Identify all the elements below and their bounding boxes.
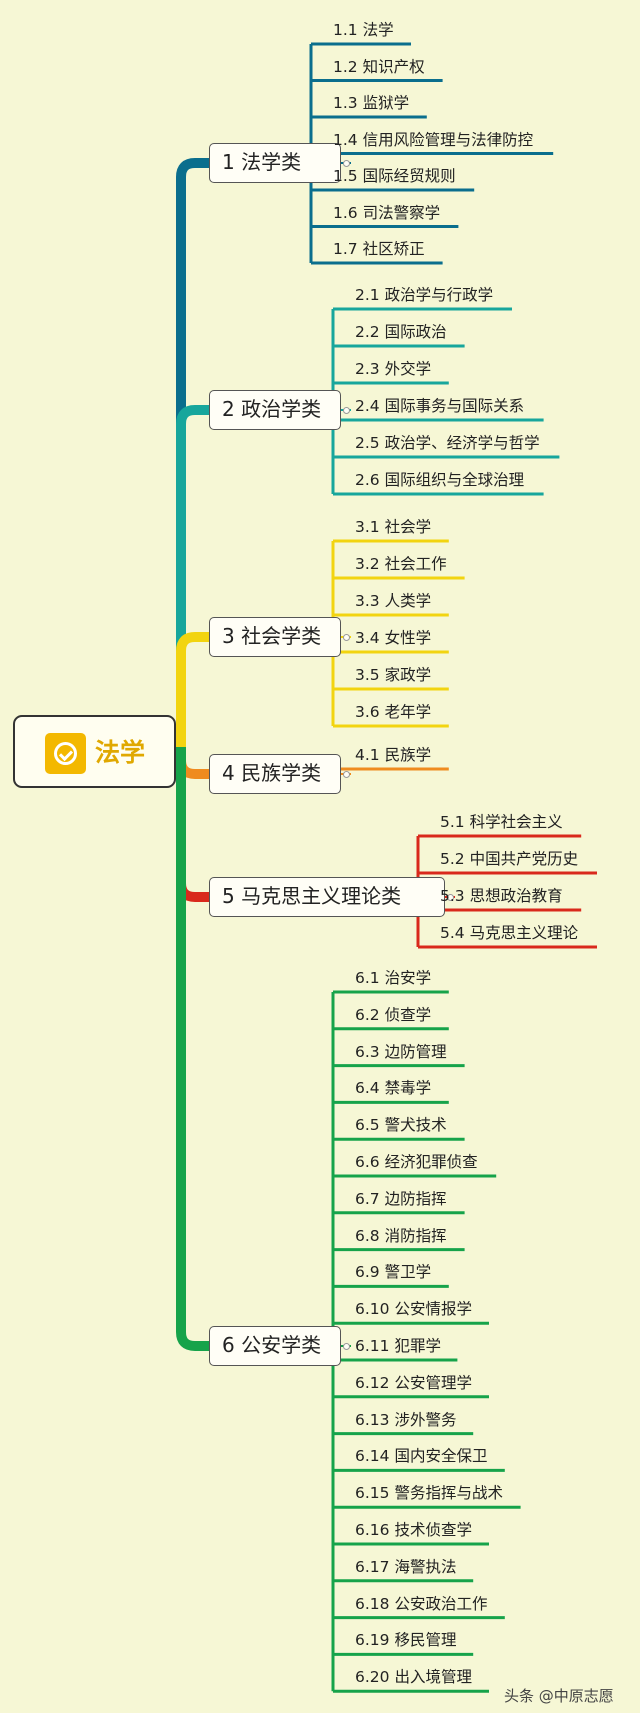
branch-connector-3: [176, 632, 209, 757]
leaf-item[interactable]: 6.20 出入境管理: [355, 1668, 472, 1687]
leaf-item[interactable]: 1.7 社区矫正: [333, 240, 425, 258]
leaf-item[interactable]: 6.12 公安管理学: [355, 1373, 472, 1392]
leaf-item[interactable]: 4.1 民族学: [355, 746, 432, 764]
leaf-item[interactable]: 6.2 侦查学: [355, 1005, 432, 1024]
leaf-item[interactable]: 6.9 警卫学: [355, 1263, 432, 1282]
check-badge-icon: [45, 733, 86, 774]
leaf-item[interactable]: 1.1 法学: [333, 21, 394, 39]
leaf-item[interactable]: 5.4 马克思主义理论: [440, 924, 579, 942]
leaf-item[interactable]: 3.6 老年学: [355, 703, 432, 721]
root-node[interactable]: 法学: [13, 715, 176, 788]
leaf-item[interactable]: 1.4 信用风险管理与法律防控: [333, 130, 534, 149]
leaf-item[interactable]: 6.8 消防指挥: [355, 1226, 447, 1245]
leaf-item[interactable]: 2.4 国际事务与国际关系: [355, 397, 525, 415]
root-label: 法学: [95, 738, 146, 767]
leaf-item[interactable]: 5.3 思想政治教育: [440, 887, 563, 905]
leaf-item[interactable]: 3.4 女性学: [355, 629, 432, 647]
leaf-item[interactable]: 2.1 政治学与行政学: [355, 286, 494, 304]
leaf-item[interactable]: 5.2 中国共产党历史: [440, 850, 579, 868]
leaf-item[interactable]: 6.18 公安政治工作: [355, 1594, 488, 1613]
category-node-4[interactable]: 4 民族学类: [209, 754, 341, 794]
category-node-6[interactable]: 6 公安学类: [209, 1326, 341, 1366]
leaf-item[interactable]: 3.1 社会学: [355, 518, 432, 536]
leaf-item[interactable]: 6.11 犯罪学: [355, 1337, 441, 1355]
leaf-item[interactable]: 6.7 边防指挥: [355, 1189, 447, 1208]
leaf-item[interactable]: 2.5 政治学、经济学与哲学: [355, 434, 540, 452]
leaf-item[interactable]: 6.14 国内安全保卫: [355, 1447, 488, 1466]
leaf-item[interactable]: 1.3 监狱学: [333, 94, 410, 112]
collapse-dot-icon[interactable]: [343, 159, 350, 167]
branch-connector-2: [176, 405, 209, 757]
leaf-item[interactable]: 6.17 海警执法: [355, 1557, 457, 1576]
leaf-item[interactable]: 3.3 人类学: [355, 592, 432, 610]
collapse-dot-icon[interactable]: [447, 893, 454, 901]
leaf-item[interactable]: 1.5 国际经贸规则: [333, 167, 456, 185]
leaf-item[interactable]: 6.16 技术侦查学: [355, 1521, 472, 1539]
collapse-dot-icon[interactable]: [343, 1342, 350, 1350]
leaf-item[interactable]: 6.4 禁毒学: [355, 1079, 432, 1098]
collapse-dot-icon[interactable]: [343, 406, 350, 414]
collapse-dot-icon[interactable]: [343, 770, 350, 778]
watermark: 头条 @中原志愿: [504, 1687, 614, 1705]
leaf-item[interactable]: 2.2 国际政治: [355, 323, 447, 341]
category-node-5[interactable]: 5 马克思主义理论类: [209, 877, 445, 917]
leaf-item[interactable]: 6.1 治安学: [355, 969, 432, 987]
leaf-item[interactable]: 3.5 家政学: [355, 666, 432, 684]
leaf-item[interactable]: 6.6 经济犯罪侦查: [355, 1153, 478, 1171]
leaf-item[interactable]: 6.3 边防管理: [355, 1042, 447, 1061]
branch-connector-1: [176, 158, 209, 757]
collapse-dot-icon[interactable]: [343, 633, 350, 641]
branch-connector-6: [176, 747, 209, 1351]
category-node-2[interactable]: 2 政治学类: [209, 390, 341, 430]
leaf-item[interactable]: 5.1 科学社会主义: [440, 813, 563, 831]
leaf-item[interactable]: 2.3 外交学: [355, 360, 432, 378]
leaf-item[interactable]: 1.2 知识产权: [333, 57, 425, 76]
leaf-item[interactable]: 1.6 司法警察学: [333, 203, 441, 222]
leaf-item[interactable]: 6.13 涉外警务: [355, 1410, 457, 1429]
category-node-3[interactable]: 3 社会学类: [209, 617, 341, 657]
leaf-item[interactable]: 6.15 警务指挥与战术: [355, 1484, 503, 1503]
category-node-1[interactable]: 1 法学类: [209, 143, 341, 183]
leaf-item[interactable]: 3.2 社会工作: [355, 555, 447, 573]
leaf-item[interactable]: 6.5 警犬技术: [355, 1116, 447, 1135]
leaf-item[interactable]: 6.19 移民管理: [355, 1631, 457, 1650]
leaf-item[interactable]: 2.6 国际组织与全球治理: [355, 471, 525, 489]
leaf-item[interactable]: 6.10 公安情报学: [355, 1300, 472, 1319]
